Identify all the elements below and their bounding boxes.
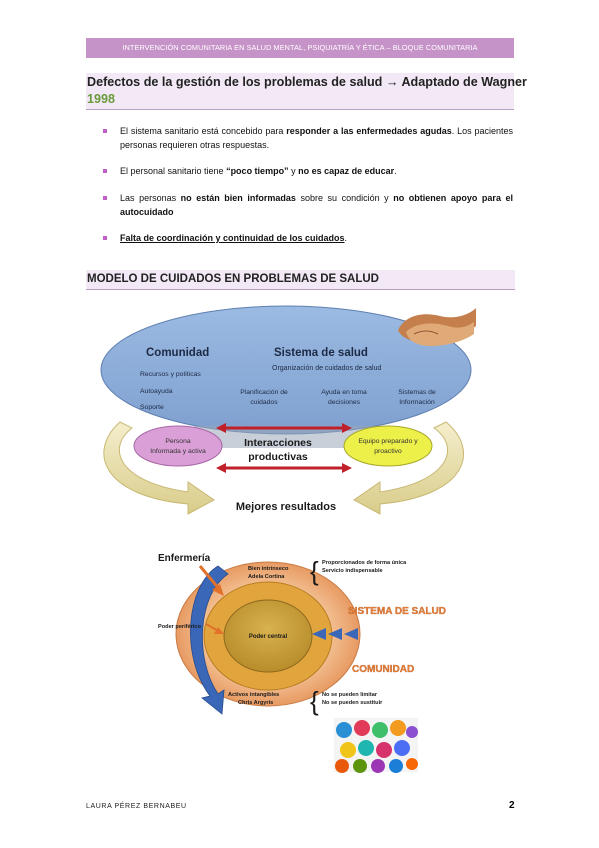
label-proporcionados-2: Servicio indispensable [322,568,383,574]
label-limitar-2: No se pueden sustituir [322,700,383,706]
bullet-text: El personal sanitario tiene “poco tiempo… [120,166,397,176]
label-poder-central: Poder central [249,634,288,640]
hands-image [398,308,476,346]
orange-arrow-small-icon [205,623,224,634]
label-sistema-salud: SISTEMA DE SALUD [348,606,446,617]
label-equipo-2: proactivo [374,448,402,455]
footer-author: LAURA PÉREZ BERNABEU [86,803,187,810]
orange-arrow-icon [198,565,224,596]
label-comunidad: COMUNIDAD [352,664,414,675]
curved-arrow-right-icon [353,421,464,515]
label-interacciones-2: productivas [248,451,308,463]
label-autoayuda: Autoayuda [140,388,173,395]
section-title-modelo: MODELO DE CUIDADOS EN PROBLEMAS DE SALUD [86,270,515,290]
circle-core [223,599,313,673]
bullet-square-icon [103,236,107,240]
header-banner: INTERVENCIÓN COMUNITARIA EN SALUD MENTAL… [86,38,514,58]
oval-equipo [343,425,433,467]
label-poder-periferico: Poder periférico [158,624,201,630]
label-soporte: Soporte [140,404,164,411]
label-mejores: Mejores resultados [236,501,336,513]
label-equipo-1: Equipo preparado y [358,438,418,445]
bullet-square-icon [103,196,107,200]
footer-page-number: 2 [509,800,515,811]
label-planificacion-1: Planificación de [240,389,288,396]
label-ayuda-1: Ayuda en toma [321,389,367,396]
curved-arrow-left-icon [103,421,215,515]
label-ayuda-2: decisiones [328,399,361,406]
label-planificacion-2: cuidados [250,399,278,406]
label-sistemas-2: Información [399,399,435,406]
label-bien-2: Adela Cortina [248,574,285,580]
double-arrow-top-icon [216,423,352,433]
bullet-square-icon [103,169,107,173]
section-title-main: Defectos de la gestión de los problemas … [87,75,527,89]
double-arrow-bottom-icon [216,463,352,473]
label-limitar-1: No se pueden limitar [322,692,378,698]
bullet-text: Las personas no están bien informadas so… [120,193,514,217]
label-persona-1: Persona [165,438,191,445]
label-persona-2: Informada y activa [150,448,206,455]
section-title-year: 1998 [87,92,116,106]
label-sistemas-1: Sistemas de [398,389,436,396]
label-proporcionados-1: Proporcionados de forma única [322,560,407,566]
label-bien-1: Bien intrínseco [248,566,289,572]
bullet-text: El sistema sanitario está concebido para… [120,126,513,150]
bullet-text: Falta de coordinación y continuidad de l… [120,233,348,243]
label-activos-2: Chris Argyris [238,700,273,706]
label-enfermeria: Enfermería [158,553,211,564]
label-interacciones-1: Interacciones [244,437,312,449]
label-organizacion: Organización de cuidados de salud [272,365,381,372]
blue-arrows-icon [312,628,358,640]
care-model-diagram: Comunidad Sistema de salud Organización … [100,305,476,515]
label-comunidad: Comunidad [146,347,209,359]
colorful-heads-image [334,718,418,773]
interaction-band [194,426,374,448]
curved-arrow-icon [190,565,229,715]
section-title-defectos: Defectos de la gestión de los problemas … [86,73,527,110]
brace-bottom: { [310,686,319,716]
label-activos-1: Activos intangibles [228,692,279,698]
brace-top: { [310,556,319,586]
bullet-square-icon [103,129,107,133]
power-circles-diagram: Enfermería Bien intrínseco Adela Cortina… [158,553,446,773]
oval-persona [133,425,223,467]
label-recursos: Recursos y políticas [140,371,201,378]
label-sistema: Sistema de salud [274,347,368,359]
